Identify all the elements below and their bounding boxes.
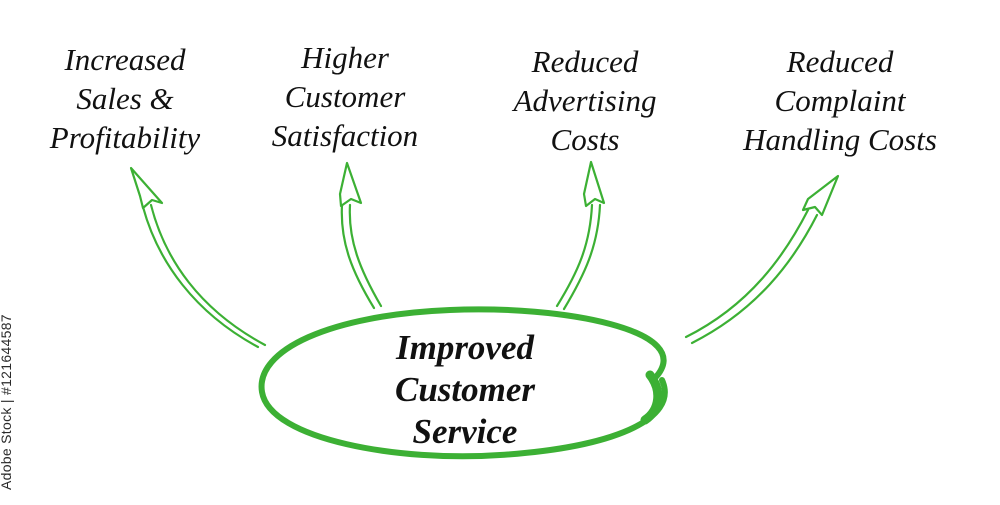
center-line: Service <box>412 412 518 451</box>
benefit-label-sales: Increased Sales & Profitability <box>20 40 230 157</box>
center-ellipse <box>258 306 668 460</box>
benefit-label-advertising: Reduced Advertising Costs <box>495 42 675 159</box>
benefit-line: Higher <box>301 40 389 75</box>
benefit-label-complaint: Reduced Complaint Handling Costs <box>720 42 960 159</box>
benefit-line: Customer <box>284 79 406 114</box>
benefit-line: Handling Costs <box>743 122 937 157</box>
arrow-to-sales <box>129 166 267 349</box>
center-line: Improved <box>395 328 535 367</box>
benefit-line: Advertising <box>513 83 657 118</box>
benefit-line: Satisfaction <box>271 118 419 153</box>
center-label: Improved Customer Service <box>300 327 630 453</box>
benefit-line: Costs <box>550 122 620 157</box>
benefit-line: Reduced <box>786 44 894 79</box>
benefit-line: Reduced <box>531 44 639 79</box>
benefit-label-satisfaction: Higher Customer Satisfaction <box>250 38 440 155</box>
arrow-to-advertising <box>555 160 606 311</box>
stock-watermark: Adobe Stock | #121644587 <box>0 314 14 490</box>
benefit-line: Increased <box>64 42 186 77</box>
arrow-to-satisfaction <box>338 161 383 310</box>
arrow-to-complaint <box>684 174 840 345</box>
benefit-line: Complaint <box>774 83 906 118</box>
center-line: Customer <box>394 370 536 409</box>
benefit-line: Sales & <box>76 81 174 116</box>
benefit-line: Profitability <box>49 120 201 155</box>
